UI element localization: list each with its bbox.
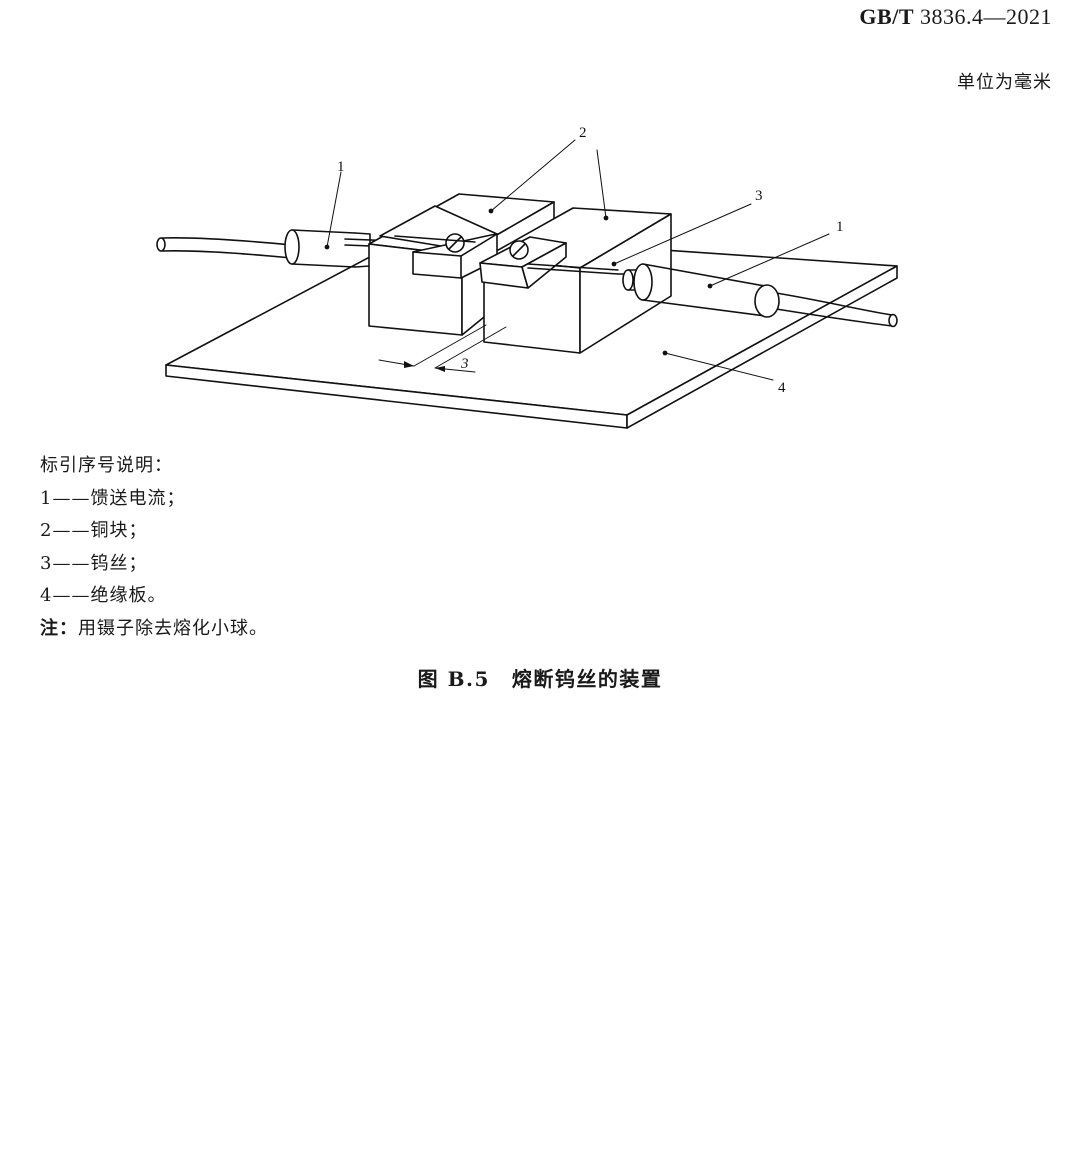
legend-item: 4——绝缘板。 (40, 580, 268, 613)
callout-2: 2 (579, 125, 587, 141)
figure-note: 注：用镊子除去熔化小球。 (40, 613, 268, 646)
unit-note: 单位为毫米 (957, 72, 1052, 93)
figure-number: 图 B.5 (417, 667, 490, 691)
legend-item-number: 1 (40, 487, 53, 509)
legend-item: 1——馈送电流； (40, 483, 268, 516)
right-clamp (479, 236, 567, 289)
apparatus-figure: 1 2 3 1 4 3 (0, 110, 1080, 440)
figure-title: 熔断钨丝的装置 (511, 667, 663, 691)
legend-item-text: 铜块； (90, 520, 148, 541)
legend-item: 3——钨丝； (40, 548, 268, 581)
legend-item-dash: —— (52, 520, 91, 541)
legend-item-number: 3 (40, 552, 53, 574)
leader-lines (326, 139, 830, 381)
legend-item-text: 钨丝； (90, 552, 148, 574)
standard-prefix: GB/T (859, 4, 914, 29)
legend-item-dash: —— (52, 585, 91, 606)
callout-1-left: 1 (337, 159, 345, 175)
tungsten-wire (394, 235, 619, 275)
callout-3: 3 (755, 188, 763, 204)
standard-code: 3836.4—2021 (920, 4, 1052, 29)
legend-item-number: 2 (40, 520, 53, 541)
standard-number: GB/T 3836.4—2021 (859, 4, 1052, 30)
figure-caption: 图 B.5 熔断钨丝的装置 (0, 663, 1080, 692)
key-legend: 标引序号说明： 1——馈送电流； 2——铜块； 3——钨丝； 4——绝缘板。 注… (40, 450, 268, 645)
legend-item-dash: —— (52, 552, 91, 574)
legend-item-dash: —— (52, 487, 91, 509)
callout-1-right: 1 (836, 219, 844, 235)
legend-title: 标引序号说明： (40, 455, 173, 476)
left-feed-cable (156, 229, 399, 268)
legend-item-number: 4 (40, 585, 53, 606)
right-feed-cable (617, 263, 898, 328)
legend-item-text: 馈送电流； (90, 487, 186, 509)
legend-item-text: 绝缘板。 (90, 585, 167, 606)
apparatus-drawing: 1 2 3 1 4 3 (156, 125, 898, 429)
callout-4: 4 (778, 380, 786, 396)
note-label: 注： (40, 617, 78, 639)
legend-item: 2——铜块； (40, 515, 268, 548)
gap-dimension (378, 324, 507, 373)
gap-dimension-value: 3 (460, 356, 469, 372)
note-text: 用镊子除去熔化小球。 (78, 617, 268, 639)
